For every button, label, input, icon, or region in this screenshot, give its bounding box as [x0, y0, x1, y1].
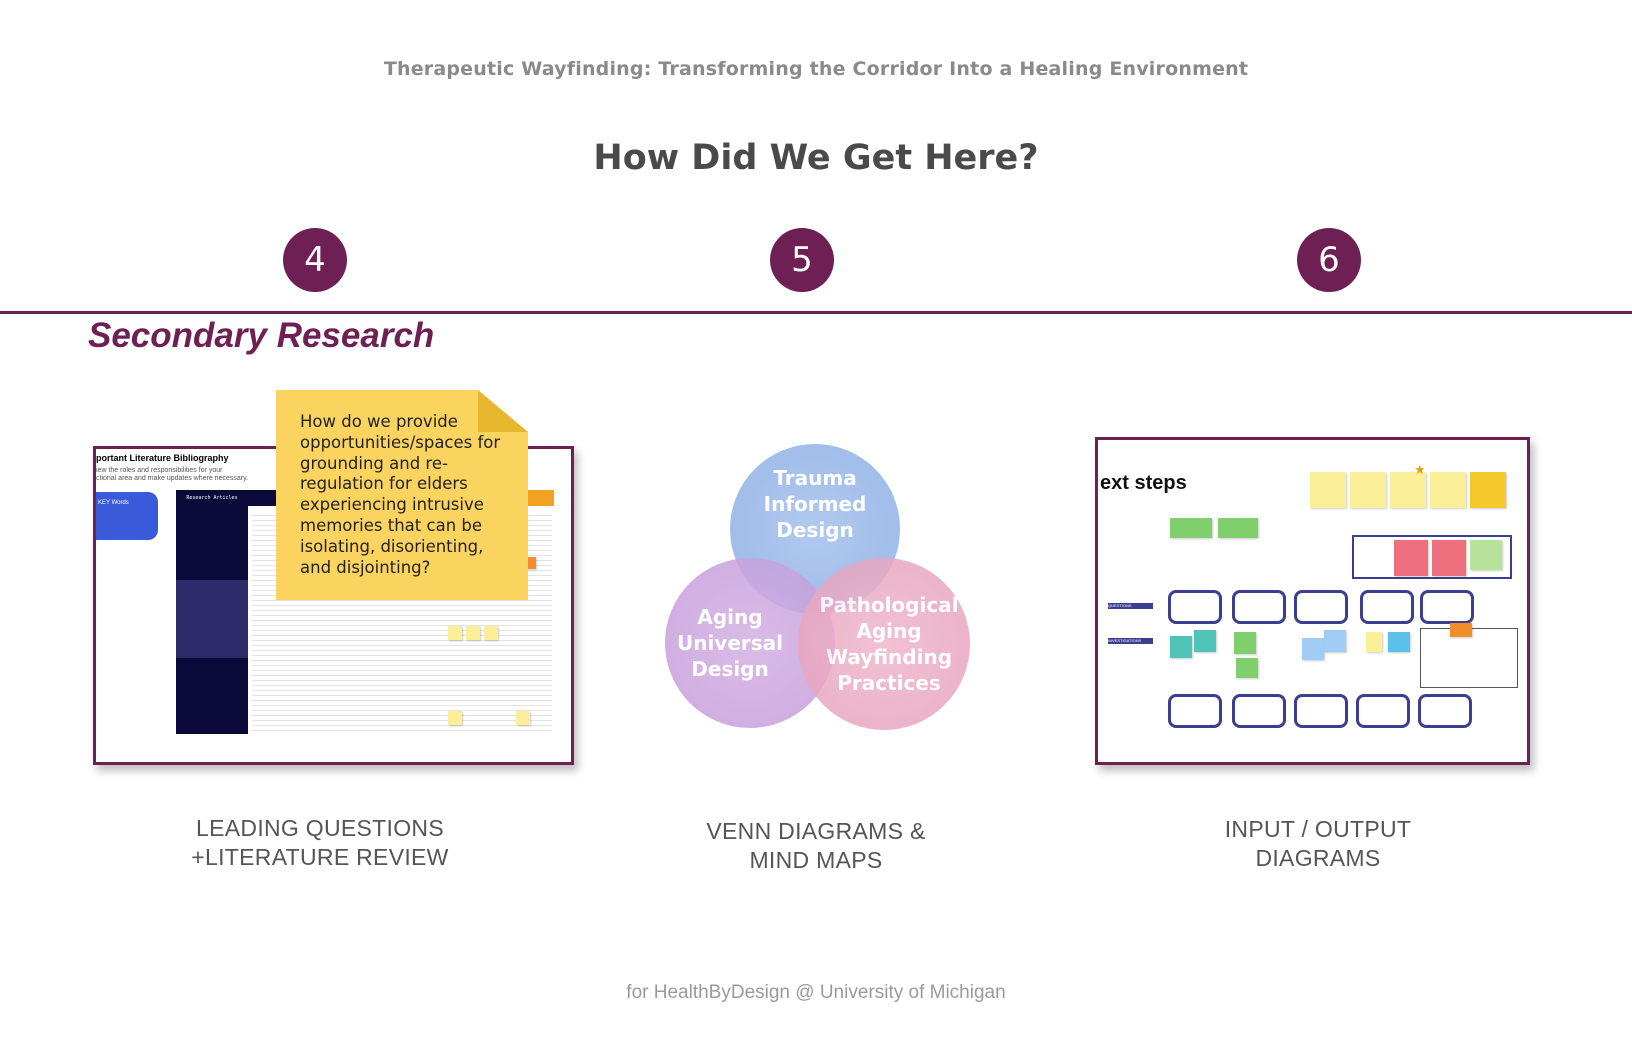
step-4-badge: 4 — [283, 228, 347, 292]
research-articles-header: Research Articles — [186, 495, 238, 501]
step-5-badge: 5 — [770, 228, 834, 292]
research-articles-column: Research Articles — [176, 490, 248, 734]
caption-3-line-2: DIAGRAMS — [1255, 845, 1381, 871]
step-6-badge: 6 — [1297, 228, 1361, 292]
venn-label-aging: Aging Universal Design — [676, 605, 784, 681]
caption-leading-questions: LEADING QUESTIONS +LITERATURE REVIEW — [170, 814, 470, 872]
caption-1-line-2: +LITERATURE REVIEW — [191, 844, 449, 870]
bibliography-title: portant Literature Bibliography — [96, 453, 229, 463]
star-icon: ★ — [1414, 462, 1426, 477]
questions-label: QUESTIONS — [1108, 603, 1153, 609]
venn-label-patho: Pathological Aging Wayfinding Practices — [819, 593, 959, 695]
bibliography-desc-1: iew the roles and responsibilities for y… — [96, 467, 223, 474]
leading-question-text: How do we provide opportunities/spaces f… — [300, 412, 501, 577]
venn-label-trauma: Trauma Informed Design — [763, 466, 867, 542]
input-output-diagram-image: ext steps ★ QUESTIONS INVESTIGATIONS — [1095, 437, 1530, 765]
keywords-card: KEY Words — [96, 492, 158, 540]
keywords-label: KEY Words — [98, 500, 129, 506]
caption-1-line-1: LEADING QUESTIONS — [196, 815, 444, 841]
caption-2-line-1: VENN DIAGRAMS & — [706, 818, 926, 844]
section-title: Secondary Research — [88, 316, 435, 355]
venn-circle-aging-universal-design: Aging Universal Design — [665, 558, 835, 728]
venn-diagram: Trauma Informed Design Aging Universal D… — [660, 440, 980, 740]
caption-2-line-2: MIND MAPS — [749, 847, 883, 873]
presentation-subtitle: Therapeutic Wayfinding: Transforming the… — [383, 58, 1249, 80]
venn-circle-pathological-aging: Pathological Aging Wayfinding Practices — [798, 558, 970, 730]
caption-venn-diagrams: VENN DIAGRAMS & MIND MAPS — [666, 817, 966, 875]
slide-title: How Did We Get Here? — [593, 138, 1039, 178]
bibliography-desc-2: ctional area and make updates where nece… — [96, 475, 249, 482]
caption-input-output: INPUT / OUTPUT DIAGRAMS — [1168, 815, 1468, 873]
next-steps-title: ext steps — [1100, 472, 1187, 494]
caption-3-line-1: INPUT / OUTPUT — [1224, 816, 1412, 842]
timeline-divider — [0, 311, 1632, 314]
investigations-label: INVESTIGATIONS — [1108, 638, 1153, 644]
sticky-note-fold — [478, 390, 528, 432]
footer-credit: for HealthByDesign @ University of Michi… — [626, 982, 1006, 1003]
